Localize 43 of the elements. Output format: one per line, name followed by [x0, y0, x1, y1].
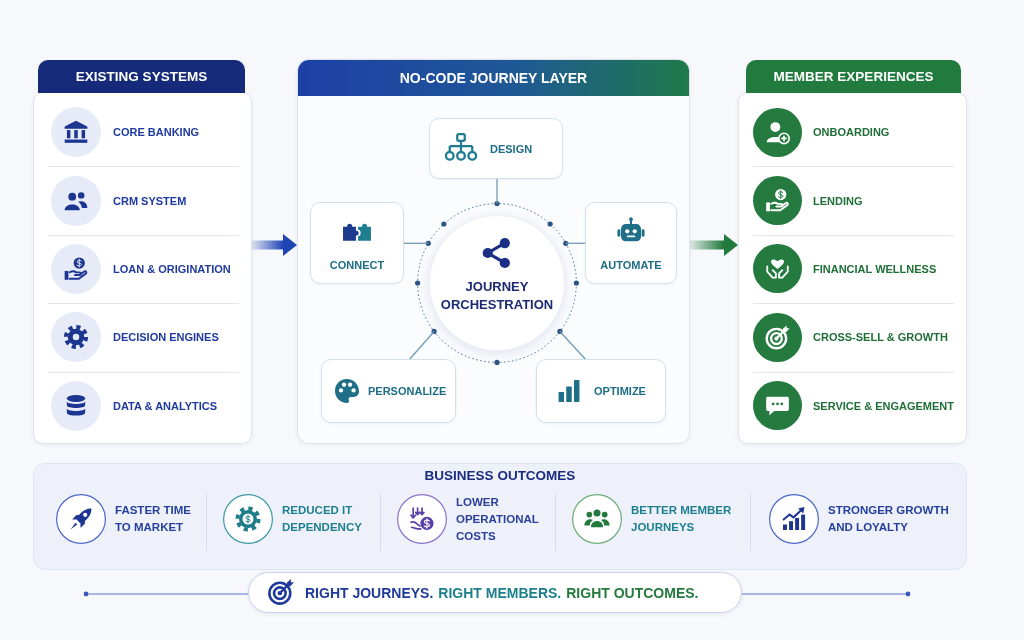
outcome-label: STRONGER GROWTH AND LOYALTY	[828, 503, 950, 535]
outcome-label: REDUCED IT DEPENDENCY	[282, 503, 363, 535]
experience-label: SERVICE & ENGAGEMENT	[813, 398, 955, 413]
connector-line	[403, 242, 429, 244]
slogan-text: RIGHT OUTCOMES.	[566, 583, 699, 602]
step-card	[321, 359, 456, 423]
experience-label: CROSS-SELL & GROWTH	[813, 330, 949, 345]
system-label: DATA & ANALYTICS	[113, 398, 219, 413]
connector-line	[409, 330, 435, 360]
system-label: CORE BANKING	[113, 125, 201, 140]
panel	[33, 463, 967, 570]
step-label: PERSONALIZE	[368, 384, 448, 398]
step-card	[536, 359, 666, 423]
step-card	[585, 202, 677, 284]
section-header: NO-CODE JOURNEY LAYER	[298, 60, 689, 96]
outcome-label: FASTER TIME TO MARKET	[115, 503, 193, 535]
section-header: MEMBER EXPERIENCES	[746, 60, 961, 93]
step-label: DESIGN	[490, 141, 534, 156]
section-header: EXISTING SYSTEMS	[38, 60, 245, 93]
arrow	[690, 234, 738, 256]
panel	[297, 59, 690, 444]
slogan-text: RIGHT MEMBERS.	[438, 583, 562, 602]
step-label: AUTOMATE	[600, 258, 662, 272]
slogan-text: RIGHT JOURNEYS.	[305, 583, 434, 602]
system-label: CRM SYSTEM	[113, 193, 188, 208]
system-label: DECISION ENGINES	[113, 330, 220, 345]
outcome-label: BETTER MEMBER JOURNEYS	[631, 503, 733, 535]
slogan-pill	[248, 572, 742, 613]
step-label: OPTIMIZE	[594, 384, 647, 398]
experience-label: FINANCIAL WELLNESS	[813, 262, 938, 276]
connector-line	[565, 242, 586, 244]
step-label: CONNECT	[329, 258, 385, 272]
connector-line	[559, 330, 586, 360]
arrow	[252, 234, 297, 256]
experience-label: ONBOARDING	[813, 125, 891, 140]
step-card	[429, 118, 563, 179]
outcome-label: LOWER OPERATIONAL COSTS	[456, 494, 540, 544]
section-title: BUSINESS OUTCOMES	[424, 468, 576, 484]
connector-line	[496, 178, 498, 205]
experience-label: LENDING	[813, 193, 864, 208]
hub-label: JOURNEY ORCHESTRATION	[439, 278, 555, 314]
system-label: LOAN & ORIGINATION	[113, 262, 232, 276]
step-card	[310, 202, 404, 284]
